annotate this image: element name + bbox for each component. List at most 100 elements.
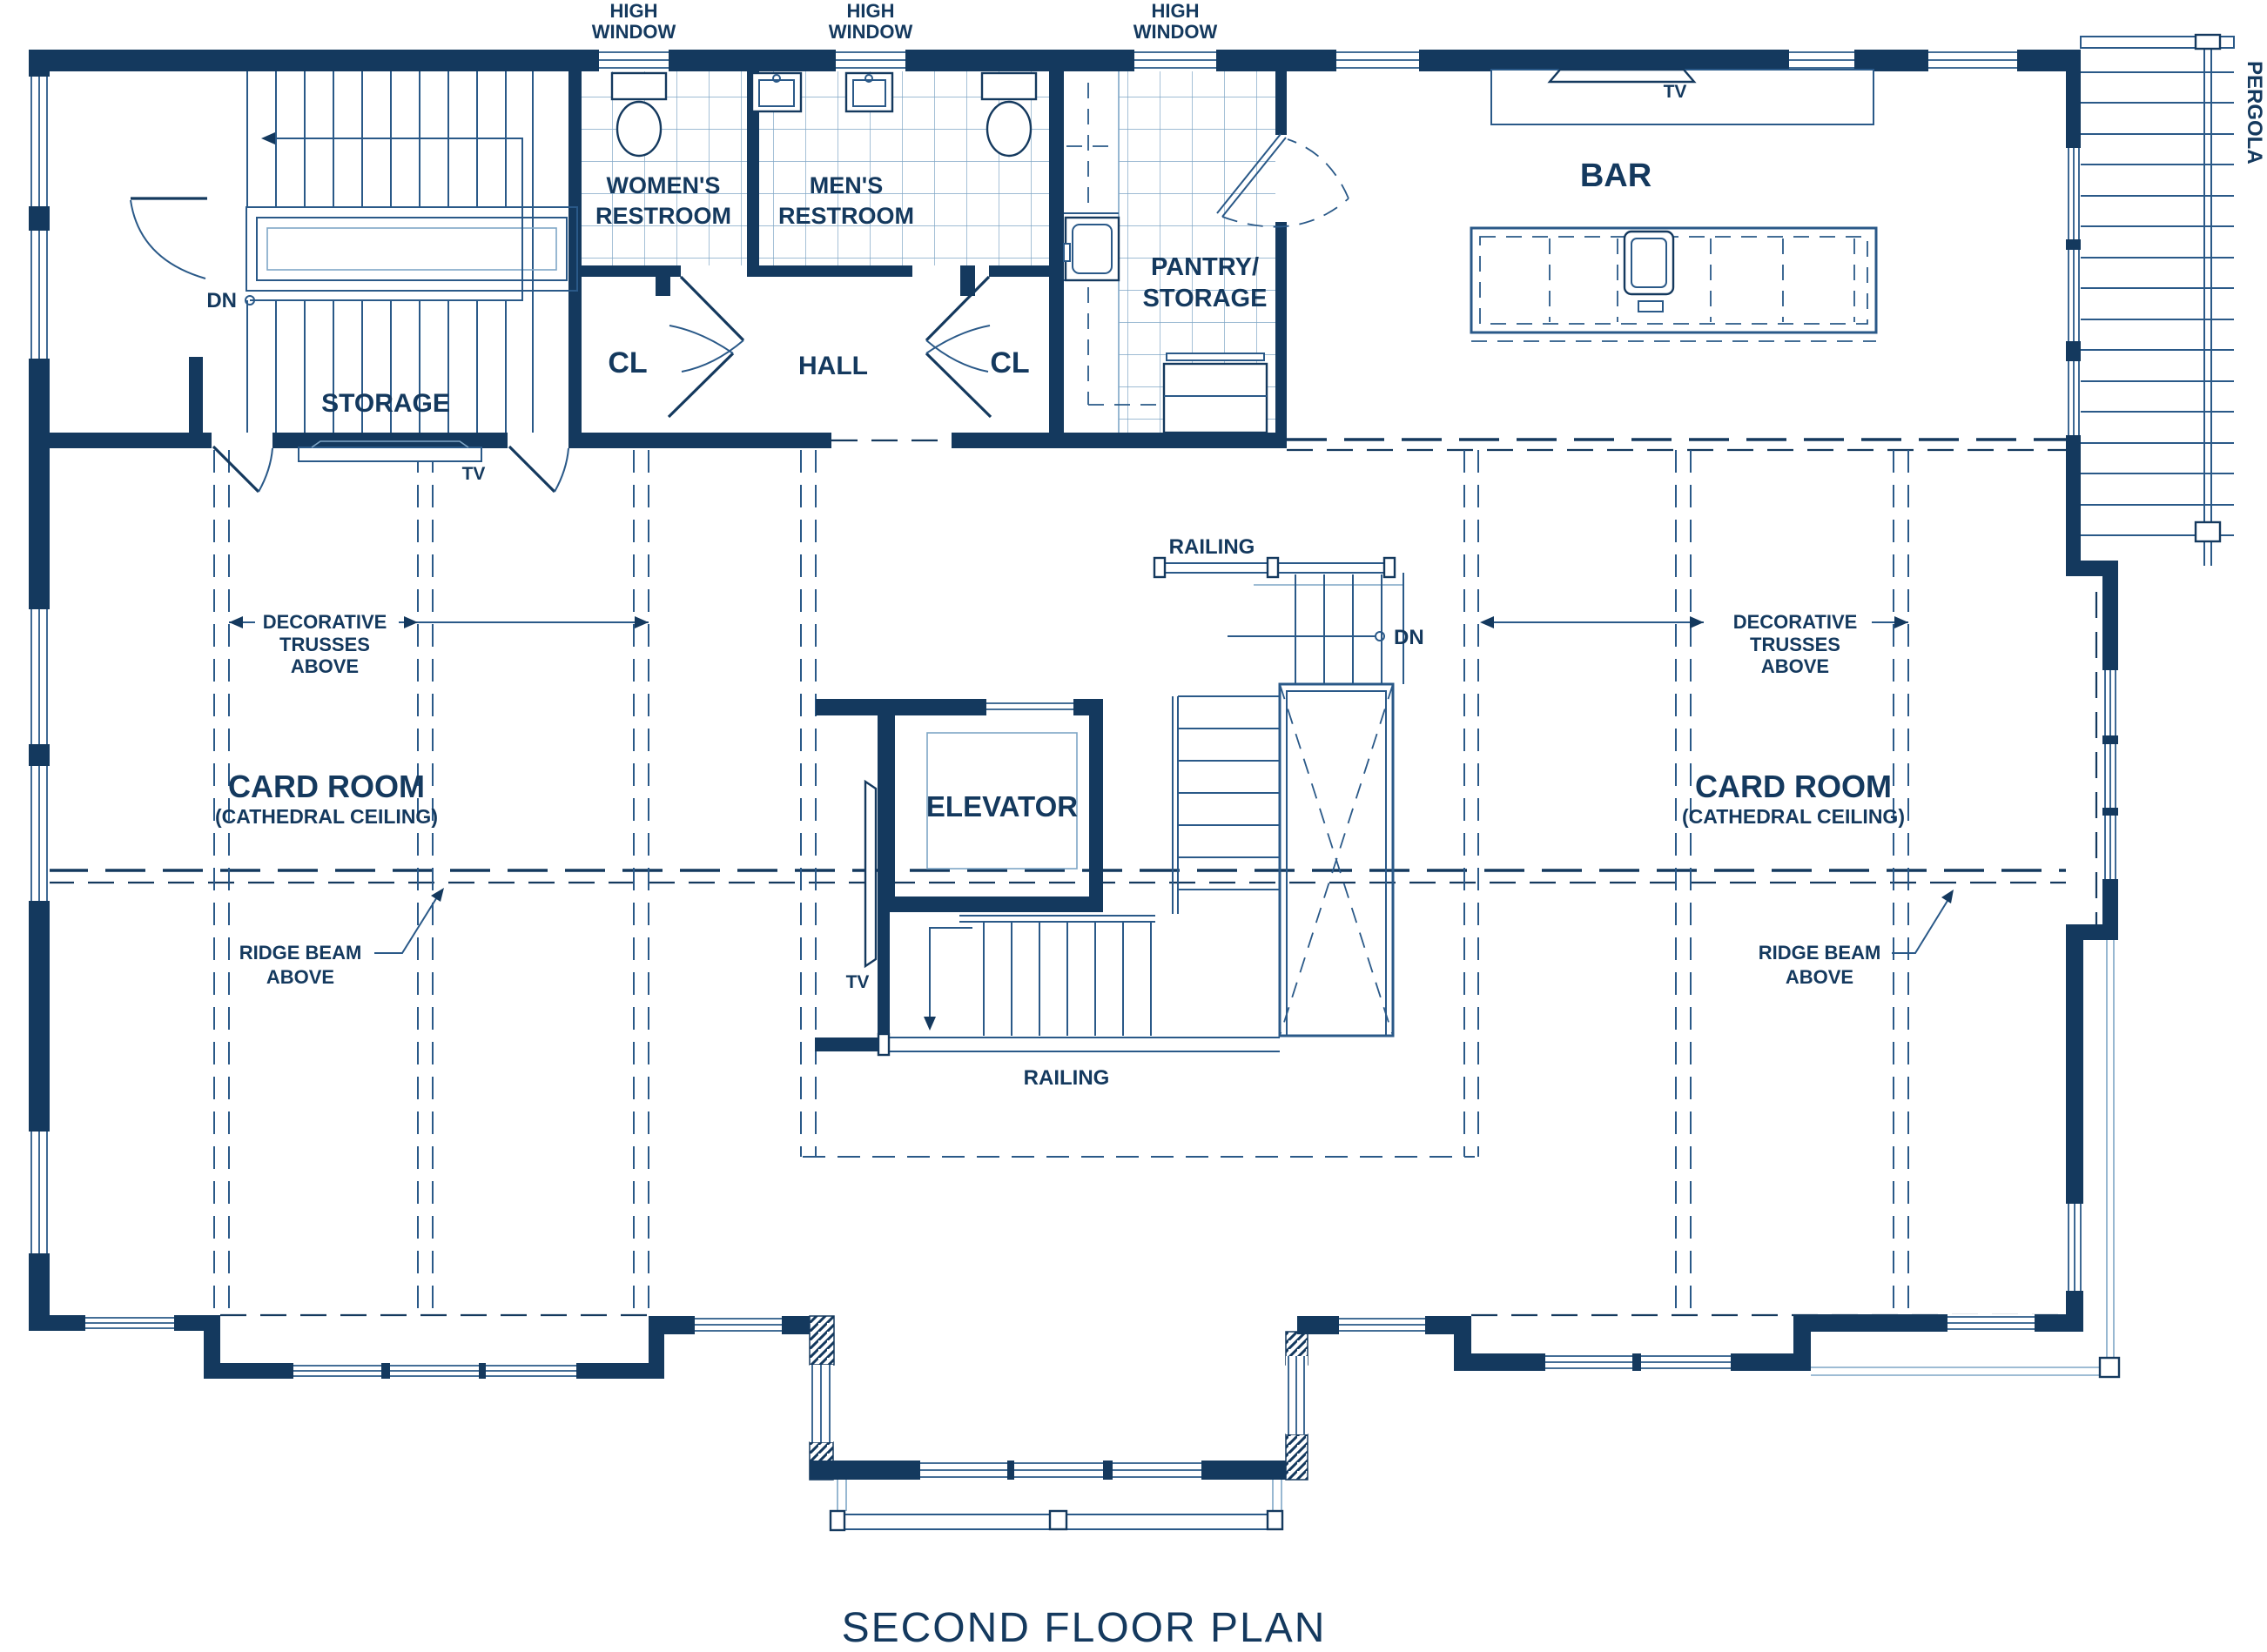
window [29,766,50,901]
window [2102,744,2118,808]
tv-wall-mount [864,779,878,969]
window [2102,816,2118,879]
doors [130,133,1349,494]
high-window-label: WINDOW [829,21,913,43]
tv-label: TV [1664,82,1687,102]
ridge-beam-label: RIDGE BEAM [239,942,362,964]
trusses-label: TRUSSES [279,634,370,655]
mens-restroom-label: RESTROOM [778,203,914,229]
closet-label-left: CL [608,346,647,379]
card-room-label-right: CARD ROOM [1695,769,1892,804]
elevator-core: ELEVATOR TV [846,732,1078,992]
pergola: PERGOLA [2080,33,2266,566]
truss-lines-left [213,450,649,1315]
high-window-3 [1134,50,1216,71]
toilet-bowl [616,100,663,158]
window [1014,1461,1103,1480]
window [29,231,50,359]
pantry-label: PANTRY/ [1151,253,1259,281]
window [695,1316,782,1334]
mens-restroom-fixtures [844,71,1038,158]
window [1545,1353,1632,1371]
trusses-label: DECORATIVE [263,611,387,633]
window [1113,1461,1201,1480]
window [810,1365,833,1442]
terrace-railing-southeast [1811,940,2121,1379]
high-window-label: HIGH [610,0,658,22]
stairs-down-label: DN [1394,626,1424,649]
truss-dimension-right: DECORATIVE TRUSSES ABOVE [1480,611,1908,677]
closet-label-right: CL [990,346,1029,379]
window [1947,1314,2035,1332]
womens-restroom-label: WOMEN'S [607,172,721,198]
high-window-label: WINDOW [1134,21,1218,43]
card-room-sublabel-right: (CATHEDRAL CEILING) [1682,805,1905,828]
window [2066,1204,2083,1291]
window [2066,250,2081,341]
stairs-center: RAILING DN RAILING [877,535,1424,1090]
ridge-beam-callout-right: RIDGE BEAM ABOVE [1759,890,1954,988]
bar-area: TV [1470,68,1878,342]
pantry-fixtures [1063,212,1268,434]
windows [29,50,2118,1480]
ridge-beam-label: RIDGE BEAM [1759,942,1881,964]
window [390,1363,479,1379]
window [1336,50,1419,71]
window [29,77,50,206]
ridge-beam-label: ABOVE [266,966,334,988]
storage-door-west [212,445,273,494]
trusses-label: TRUSSES [1750,634,1840,655]
pergola-label: PERGOLA [2243,61,2266,165]
pergola-beam-cap [2194,520,2222,543]
high-window-1 [599,50,669,71]
womens-restroom-label: RESTROOM [595,203,731,229]
ridge-beam-callout-left: RIDGE BEAM ABOVE [239,888,444,988]
window [29,609,50,744]
storage-tv: TV [298,440,485,484]
storage-label: STORAGE [321,389,450,418]
mens-restroom-label: MEN'S [810,172,883,198]
appliance [1162,362,1268,434]
window [293,1363,381,1379]
stairs-northwest: DN [206,71,578,433]
stairs-down-label: DN [206,289,237,312]
womens-restroom-fixtures [610,71,803,158]
railing-label-bottom: RAILING [1024,1066,1110,1090]
deck-railing [829,1480,1284,1532]
tv-wall-mount [1547,68,1697,84]
window [486,1363,576,1379]
bar-label: BAR [1580,158,1651,194]
window [85,1315,174,1331]
mens-restroom-door [925,275,991,373]
toilet-bowl [986,100,1033,158]
toilet-tank [980,71,1038,101]
room-labels: HIGH WINDOW HIGH WINDOW HIGH WINDOW WOME… [215,0,1905,828]
counter-edge [1166,353,1265,361]
ridge-beam-label: ABOVE [1786,966,1853,988]
window [1928,50,2017,71]
pantry-shelf-dashes [1066,83,1164,406]
entry-door [130,197,207,279]
closet-door-left [667,325,735,419]
high-window-2 [836,50,905,71]
elevator-door [986,699,1073,715]
window [920,1461,1007,1480]
window [2066,361,2081,435]
card-room-label-left: CARD ROOM [228,769,425,804]
window [1789,50,1854,71]
window [2102,670,2118,735]
window [29,1132,50,1253]
tv-label: TV [846,972,870,992]
sheet-title: SECOND FLOOR PLAN [842,1605,1327,1651]
trusses-label: ABOVE [291,655,359,677]
womens-restroom-door [679,275,745,373]
trusses-label: DECORATIVE [1733,611,1858,633]
trusses-label: ABOVE [1761,655,1829,677]
storage-door-east [508,445,569,494]
pergola-beam-cap [2194,33,2222,50]
window [1641,1353,1731,1371]
window [1339,1316,1425,1334]
high-window-label: HIGH [1152,0,1200,22]
